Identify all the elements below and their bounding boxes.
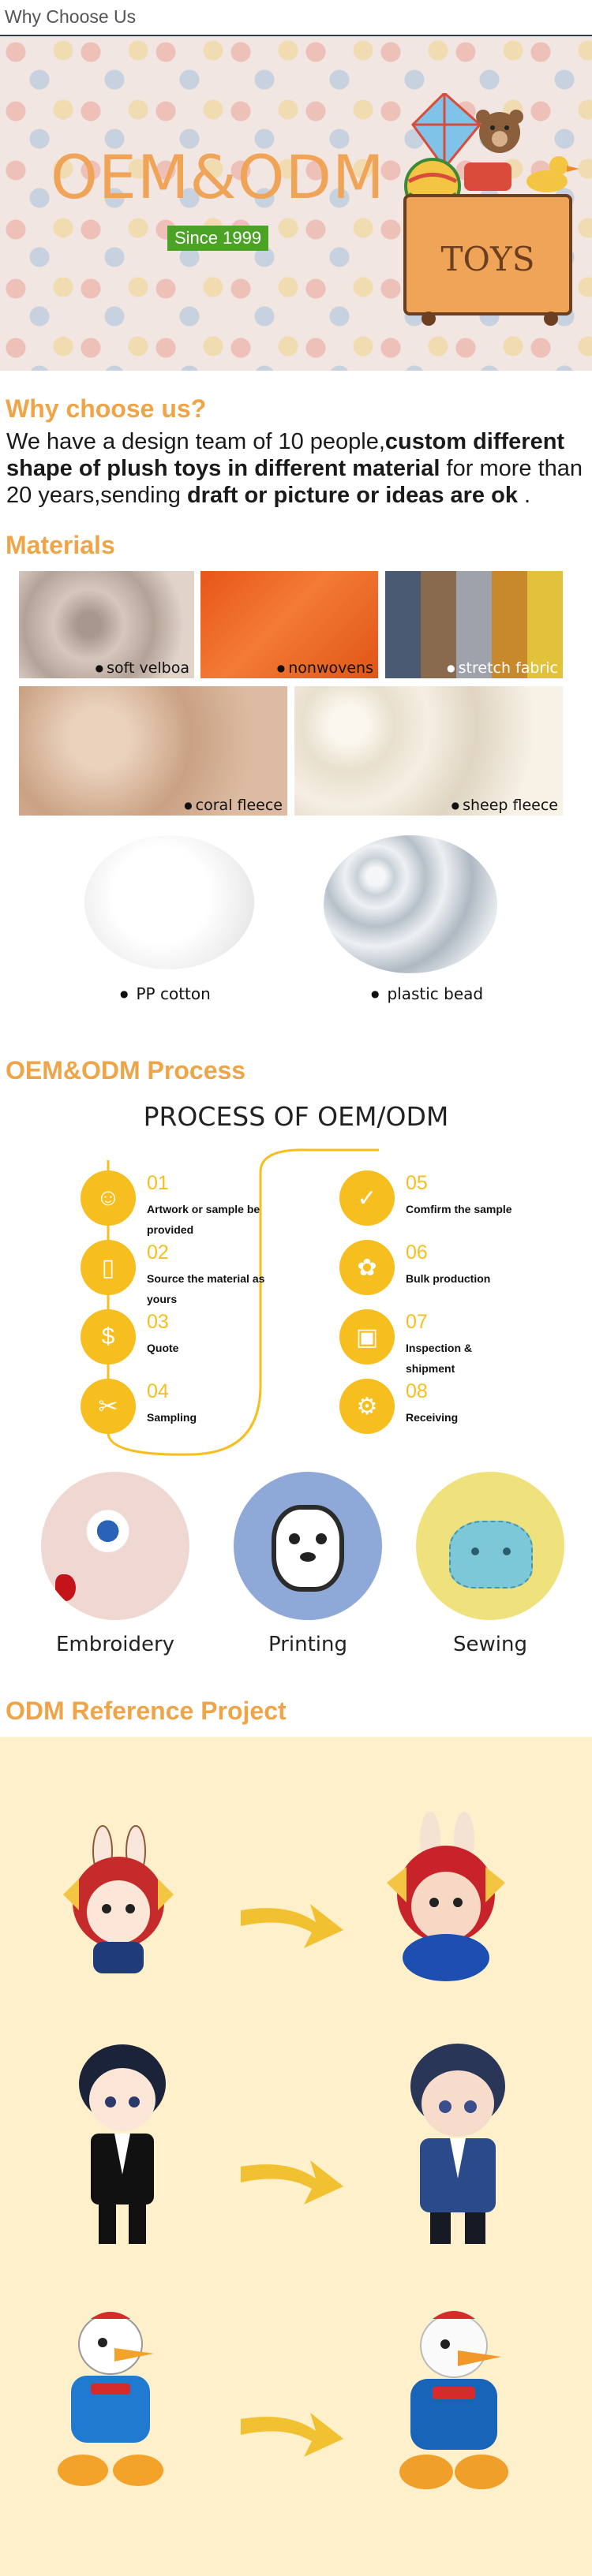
material-stretch-fabric: stretch fabric bbox=[385, 571, 563, 678]
duck-plush bbox=[399, 2311, 508, 2489]
step-number: 07 bbox=[406, 1311, 428, 1333]
material-coral-fleece: coral fleece bbox=[19, 686, 287, 816]
material-pp-cotton-label: PP cotton bbox=[120, 984, 210, 1003]
material-label: sheep fleece bbox=[451, 797, 558, 814]
step-number: 01 bbox=[147, 1172, 169, 1194]
sewing-label: Sewing bbox=[453, 1633, 527, 1656]
toy-box-label: TOYS bbox=[441, 240, 535, 278]
material-soft-velboa: soft velboa bbox=[19, 571, 194, 678]
material-label: nonwovens bbox=[277, 659, 373, 677]
material-label: coral fleece bbox=[184, 797, 283, 814]
shipment-icon: ▣ bbox=[339, 1309, 395, 1365]
sewing-image bbox=[416, 1472, 564, 1620]
material-plastic-bead-label: plastic bead bbox=[371, 984, 483, 1003]
since-badge: Since 1999 bbox=[167, 226, 269, 251]
why-text-1: We have a design team of 10 people, bbox=[6, 429, 385, 454]
arrow-icon bbox=[241, 2413, 343, 2457]
step-number: 03 bbox=[147, 1311, 169, 1333]
techniques-row: Embroidery Printing Sewing bbox=[0, 1464, 592, 1665]
step-text: Quote bbox=[147, 1342, 179, 1354]
why-heading: Why choose us? bbox=[6, 394, 207, 423]
material-sheep-fleece: sheep fleece bbox=[294, 686, 563, 816]
why-text-3: for more than 20 years,sending bbox=[6, 456, 583, 508]
odm-pair-rabbit bbox=[0, 1808, 592, 2044]
boy-plush bbox=[410, 2044, 505, 2244]
quote-icon: $ bbox=[81, 1309, 136, 1365]
confirm-icon: ✓ bbox=[339, 1170, 395, 1226]
hero-title: OEM&ODM bbox=[51, 142, 385, 212]
step-number: 05 bbox=[406, 1172, 428, 1194]
embroidery-label: Embroidery bbox=[55, 1633, 175, 1656]
step-text: Artwork or sample be provided bbox=[147, 1203, 260, 1236]
step-text: Inspection & shipment bbox=[406, 1342, 473, 1375]
step-number: 02 bbox=[147, 1241, 169, 1264]
process-diagram: PROCESS OF OEM/ODM ☺ 01 Artwork or sampl… bbox=[0, 1085, 592, 1464]
page-header-title: Why Choose Us bbox=[5, 6, 137, 27]
rabbit-drawing bbox=[63, 1825, 174, 1973]
boy-drawing bbox=[79, 2044, 166, 2244]
step-text: Comfirm the sample bbox=[406, 1203, 512, 1215]
step-number: 06 bbox=[406, 1241, 428, 1264]
toy-box-illustration: TOYS bbox=[403, 93, 579, 326]
rabbit-plush bbox=[387, 1812, 505, 1981]
material-label: stretch fabric bbox=[447, 659, 558, 677]
materials-heading: Materials bbox=[6, 531, 115, 559]
odm-pair-duck bbox=[0, 2305, 592, 2541]
material-icon: ▯ bbox=[81, 1240, 136, 1295]
process-heading: OEM&ODM Process bbox=[6, 1056, 246, 1085]
process-path bbox=[107, 1148, 379, 1456]
why-text-5: . bbox=[517, 483, 531, 508]
artwork-icon: ☺ bbox=[81, 1170, 136, 1226]
embroidery-image bbox=[41, 1472, 189, 1620]
material-pp-cotton-image bbox=[84, 835, 254, 969]
hero-banner: OEM&ODM Since 1999 TOYS bbox=[0, 36, 592, 371]
printing-label: Printing bbox=[268, 1633, 347, 1656]
step-number: 04 bbox=[147, 1380, 169, 1402]
sampling-icon: ✂ bbox=[81, 1379, 136, 1434]
printing-image bbox=[234, 1472, 382, 1620]
step-text: Receiving bbox=[406, 1411, 459, 1424]
step-number: 08 bbox=[406, 1380, 428, 1402]
why-text-highlight-2: draft or picture or ideas are ok bbox=[186, 483, 518, 508]
step-text: Bulk production bbox=[406, 1272, 491, 1285]
odm-pair-boy bbox=[0, 2040, 592, 2277]
page-header: Why Choose Us bbox=[0, 0, 592, 36]
process-title: PROCESS OF OEM/ODM bbox=[143, 1101, 449, 1132]
arrow-icon bbox=[241, 1904, 343, 1948]
receiving-icon: ⚙ bbox=[339, 1379, 395, 1434]
why-text-highlight: custom different shape of plush toys in … bbox=[6, 429, 565, 481]
material-nonwovens: nonwovens bbox=[200, 571, 378, 678]
odm-heading: ODM Reference Project bbox=[6, 1697, 287, 1725]
why-description: We have a design team of 10 people,custo… bbox=[0, 424, 592, 509]
materials-grid: soft velboa nonwovens stretch fabric cor… bbox=[0, 571, 592, 1032]
odm-reference-panel bbox=[0, 1737, 592, 2576]
step-text: Source the material as yours bbox=[147, 1272, 265, 1305]
duck-drawing bbox=[58, 2312, 163, 2486]
material-plastic-bead-image bbox=[324, 835, 497, 973]
material-label: soft velboa bbox=[96, 659, 189, 677]
step-text: Sampling bbox=[147, 1411, 197, 1424]
production-icon: ✿ bbox=[339, 1240, 395, 1295]
arrow-icon bbox=[241, 2160, 343, 2205]
